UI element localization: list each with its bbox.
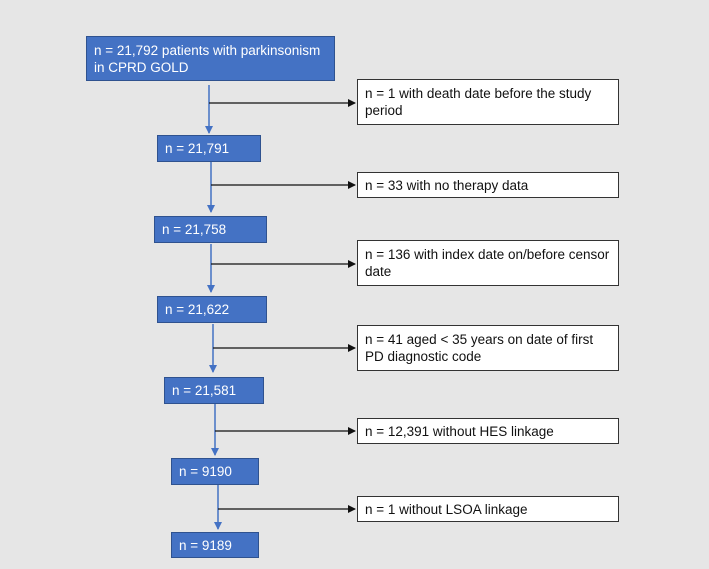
flow-step-4: n = 21,622 (157, 296, 267, 323)
flow-step-2: n = 21,791 (157, 135, 261, 162)
exclusion-box-6: n = 1 without LSOA linkage (357, 496, 619, 522)
exclusion-box-3: n = 136 with index date on/before censor… (357, 240, 619, 286)
flow-step-5: n = 21,581 (164, 377, 264, 404)
exclusion-box-5: n = 12,391 without HES linkage (357, 418, 619, 444)
exclusion-box-1: n = 1 with death date before the study p… (357, 79, 619, 125)
flow-step-1: n = 21,792 patients with parkinsonism in… (86, 36, 335, 81)
flow-step-6: n = 9190 (171, 458, 259, 485)
exclusion-box-2: n = 33 with no therapy data (357, 172, 619, 198)
exclusion-box-4: n = 41 aged < 35 years on date of first … (357, 325, 619, 371)
flow-step-3: n = 21,758 (154, 216, 267, 243)
flow-step-7: n = 9189 (171, 532, 259, 558)
